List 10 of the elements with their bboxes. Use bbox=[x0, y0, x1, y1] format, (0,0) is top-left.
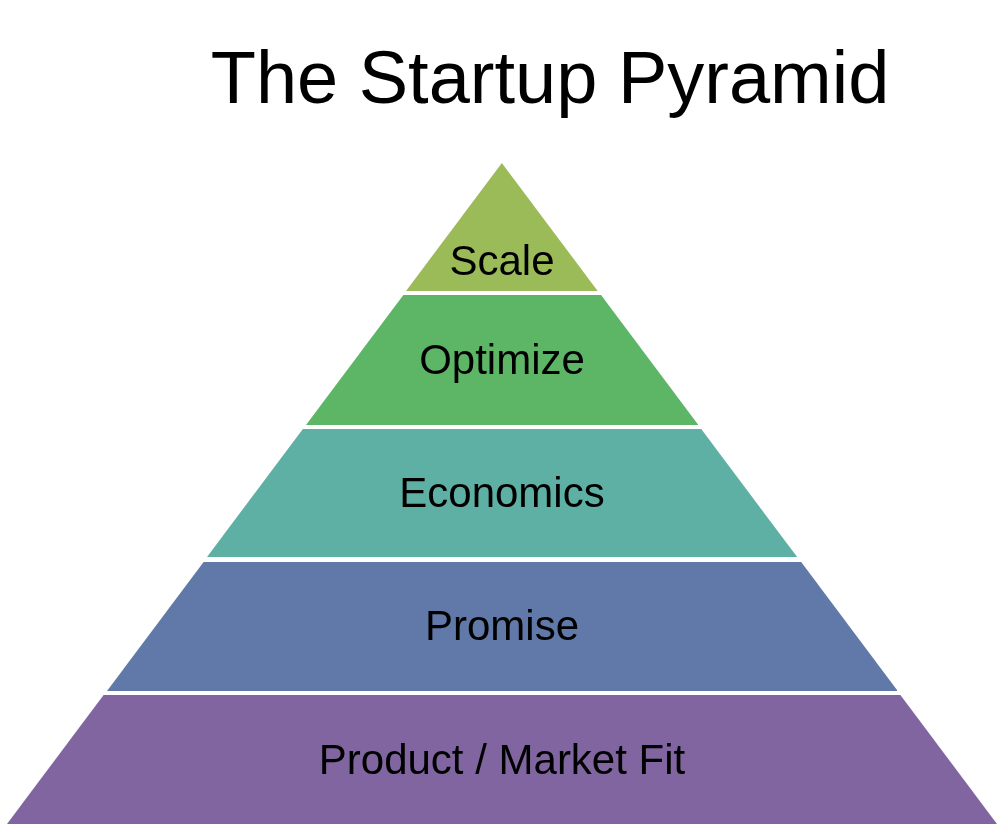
pyramid-tier bbox=[206, 429, 798, 557]
pyramid-top bbox=[406, 163, 598, 291]
pyramid-tier bbox=[7, 695, 997, 824]
tier-label: Scale bbox=[449, 240, 555, 283]
pyramid-tier bbox=[305, 295, 699, 425]
pyramid-tier bbox=[106, 562, 898, 691]
tier-label: Product / Market Fit bbox=[318, 739, 686, 782]
tier-label: Economics bbox=[399, 472, 605, 515]
tier-label: Optimize bbox=[419, 339, 585, 382]
tier-label: Promise bbox=[424, 605, 579, 648]
